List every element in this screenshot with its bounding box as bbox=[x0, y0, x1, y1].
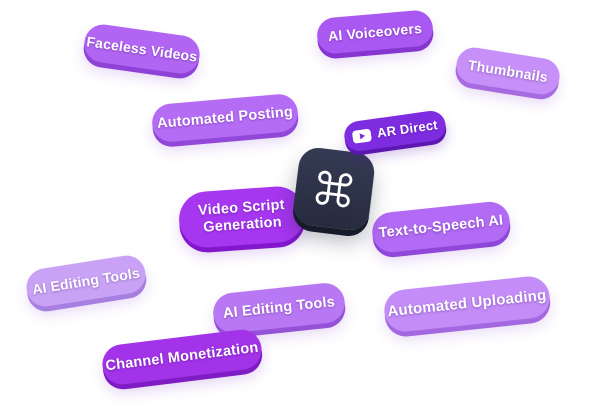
badge-automated-uploading: Automated Uploading bbox=[382, 274, 552, 334]
command-icon bbox=[315, 170, 353, 208]
badge-channel-monetization: Channel Monetization bbox=[100, 327, 264, 387]
ar-direct-label: AR Direct bbox=[375, 116, 439, 140]
badge-ai-voiceovers: AI Voiceovers bbox=[315, 9, 435, 55]
badge-thumbnails: Thumbnails bbox=[453, 45, 563, 97]
badge-text-to-speech-ai: Text-to-Speech AI bbox=[370, 199, 512, 255]
badge-ar-direct: AR Direct bbox=[342, 109, 448, 153]
play-icon bbox=[351, 128, 372, 144]
badge-ai-editing-tools-left: AI Editing Tools bbox=[23, 252, 149, 310]
badge-faceless-videos: Faceless Videos bbox=[81, 22, 203, 76]
badge-video-script-generation: Video Script Generation bbox=[177, 184, 307, 250]
badge-ai-editing-tools-center: AI Editing Tools bbox=[211, 281, 347, 335]
badge-automated-posting: Automated Posting bbox=[150, 92, 300, 144]
app-icon bbox=[291, 145, 377, 233]
